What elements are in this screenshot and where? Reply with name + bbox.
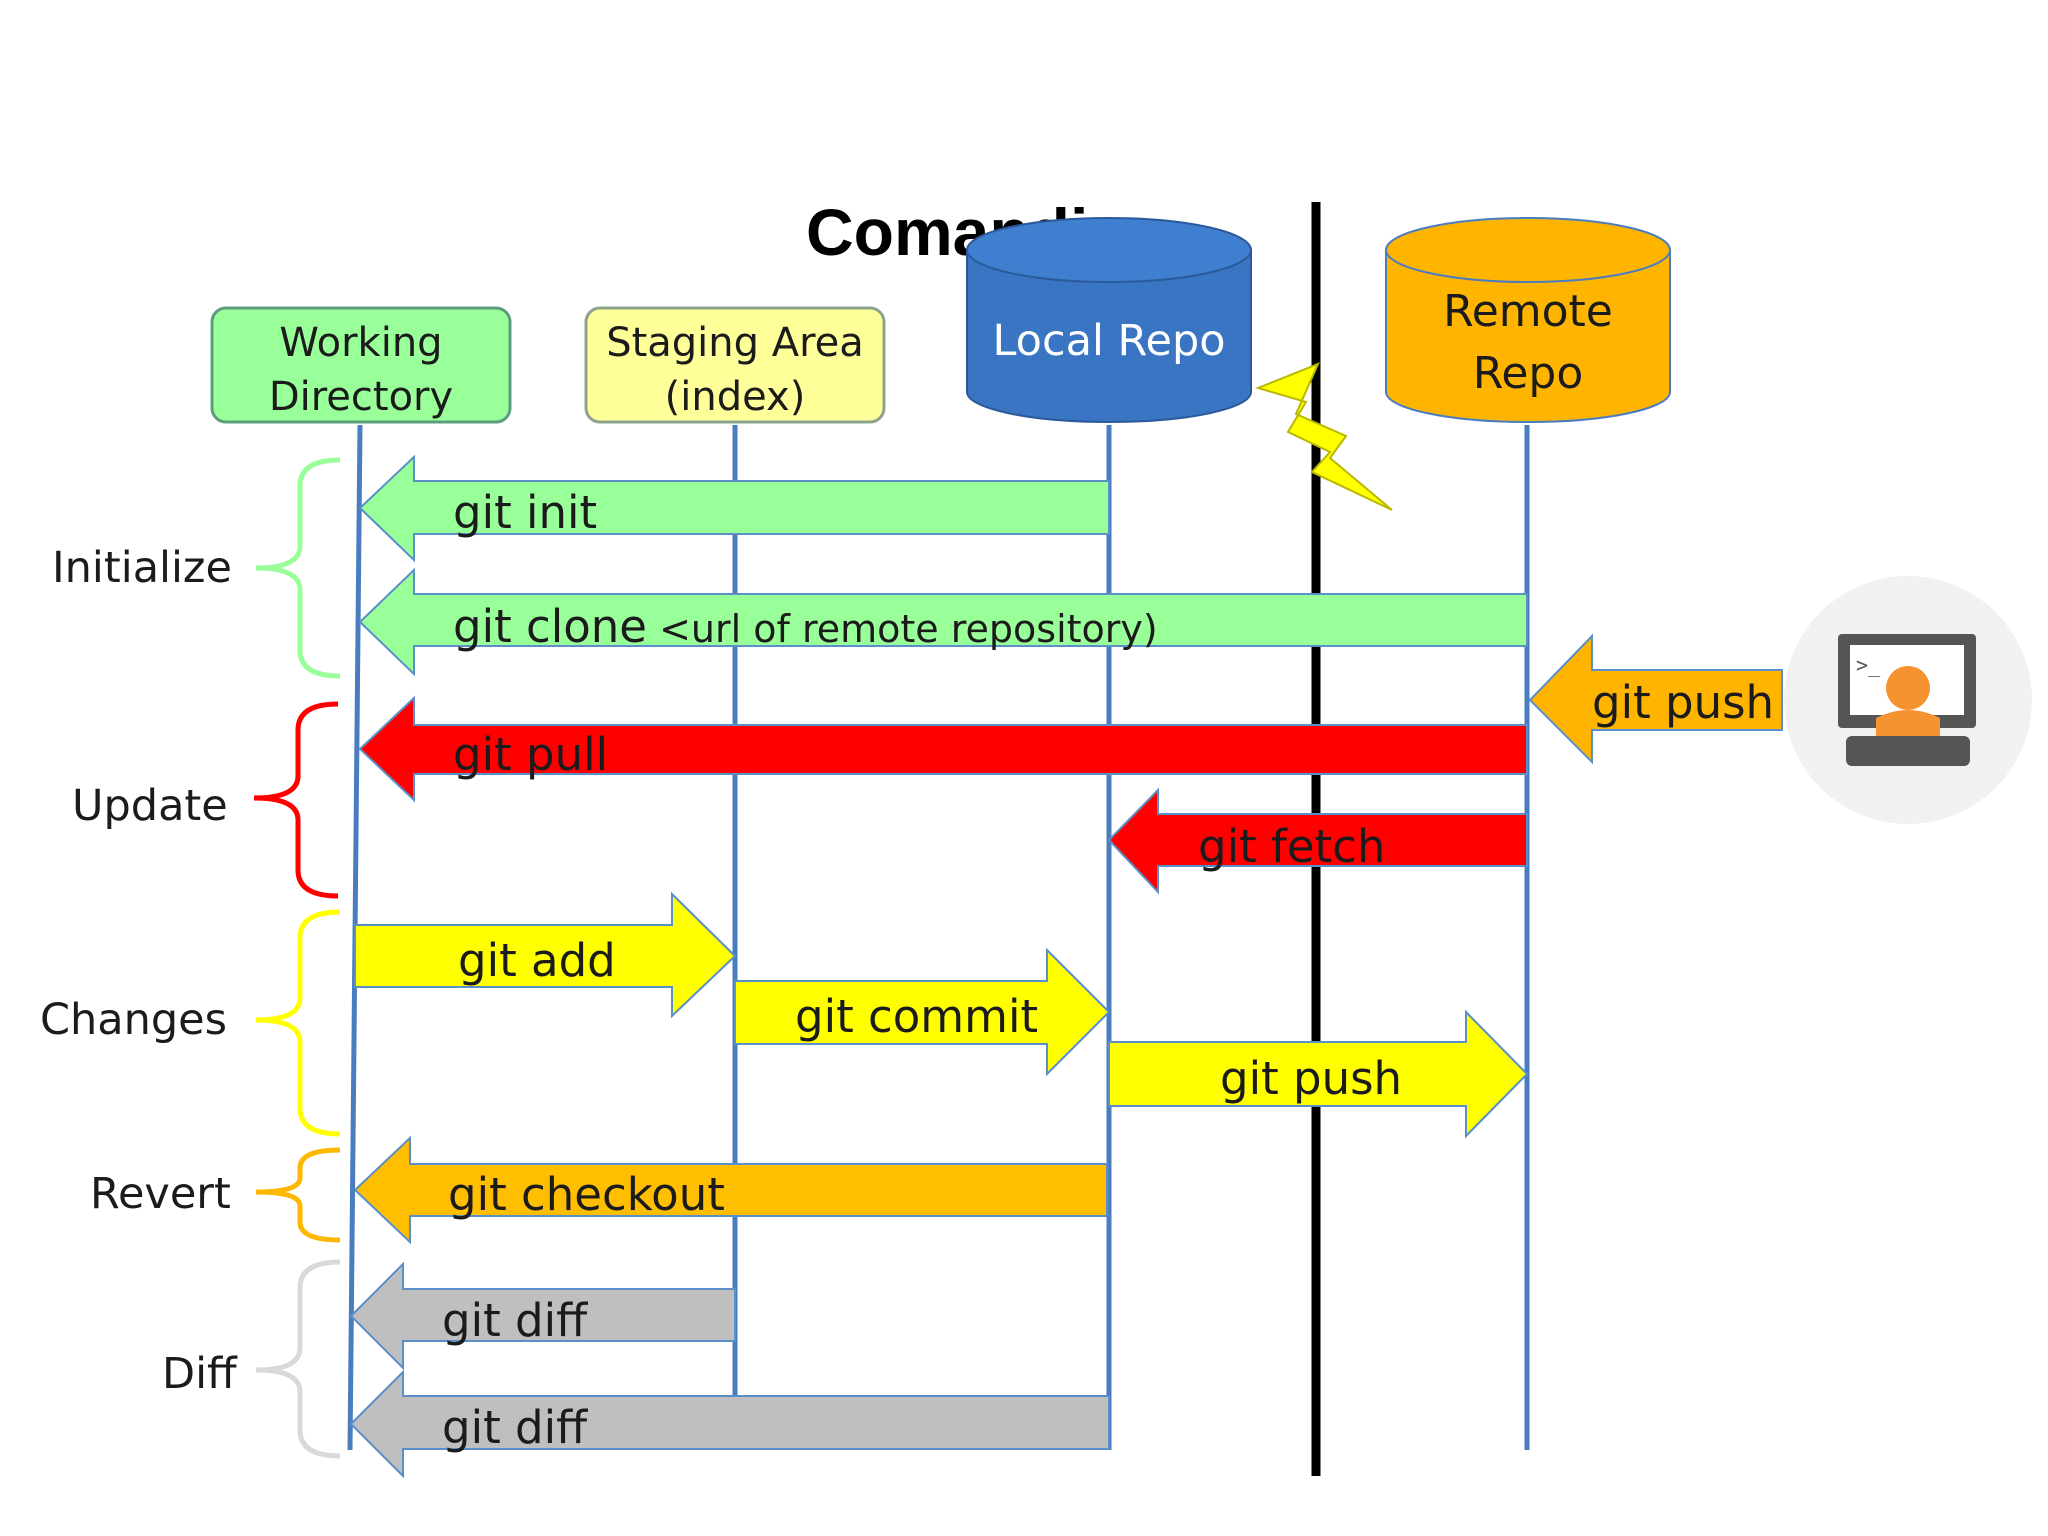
git-clone-label: git clone bbox=[453, 600, 647, 653]
lightning-bolt-icon bbox=[1254, 362, 1393, 511]
git-push-arrow bbox=[1108, 1009, 1529, 1139]
git-add-arrow bbox=[354, 891, 737, 1019]
git-checkout-arrow bbox=[353, 1135, 1108, 1245]
git-fetch-label: git fetch bbox=[1198, 820, 1385, 873]
git-diff-local-label: git diff bbox=[442, 1401, 588, 1454]
git-add-label: git add bbox=[458, 934, 616, 987]
git-clone-text: git clone <url of remote repository) bbox=[453, 600, 1158, 653]
local-repo-cylinder: Local Repo bbox=[966, 217, 1252, 423]
git-push-remote-arrow bbox=[1528, 633, 1783, 765]
git-commit-arrow bbox=[734, 947, 1111, 1077]
initialize-label: Initialize bbox=[52, 543, 232, 593]
revert-brace bbox=[255, 1147, 341, 1243]
working-directory-box: Working Directory bbox=[210, 306, 512, 424]
changes-label: Changes bbox=[40, 995, 227, 1045]
git-init-label: git init bbox=[453, 486, 597, 539]
git-pull-label: git pull bbox=[453, 728, 608, 781]
remote-repo-label-line2: Repo bbox=[1473, 348, 1584, 399]
revert-label: Revert bbox=[90, 1169, 231, 1219]
staging-area-label-line1: Staging Area bbox=[606, 320, 864, 366]
update-label: Update bbox=[72, 781, 228, 831]
git-init-arrow bbox=[358, 454, 1110, 563]
diff-brace bbox=[255, 1259, 341, 1459]
initialize-brace bbox=[255, 457, 341, 679]
update-brace bbox=[253, 701, 339, 899]
staging-area-box: Staging Area (index) bbox=[584, 306, 886, 424]
git-clone-suffix: <url of remote repository) bbox=[647, 607, 1158, 651]
git-diff-local-arrow bbox=[349, 1369, 1110, 1479]
staging-area-label-line2: (index) bbox=[665, 374, 806, 420]
git-push-label: git push bbox=[1220, 1052, 1402, 1105]
git-pull-arrow bbox=[358, 695, 1528, 803]
git-checkout-label: git checkout bbox=[448, 1168, 725, 1221]
working-directory-label-line1: Working bbox=[279, 320, 442, 366]
remote-repo-cylinder: Remote Repo bbox=[1385, 217, 1671, 423]
git-clone-arrow bbox=[358, 567, 1528, 677]
remote-repo-label-line1: Remote bbox=[1443, 286, 1613, 337]
git-fetch-arrow bbox=[1107, 787, 1528, 895]
diff-label: Diff bbox=[162, 1349, 238, 1399]
developer-at-computer-icon: >_ bbox=[1784, 576, 2032, 824]
working-directory-label-line2: Directory bbox=[269, 374, 453, 420]
git-push-remote-label: git push bbox=[1592, 676, 1774, 729]
git-commit-label: git commit bbox=[795, 990, 1038, 1043]
local-repo-label: Local Repo bbox=[992, 316, 1225, 366]
svg-text:>_: >_ bbox=[1856, 653, 1881, 677]
git-diff-staging-label: git diff bbox=[442, 1294, 588, 1347]
git-diff-staging-arrow bbox=[349, 1261, 736, 1371]
changes-brace bbox=[255, 909, 341, 1137]
